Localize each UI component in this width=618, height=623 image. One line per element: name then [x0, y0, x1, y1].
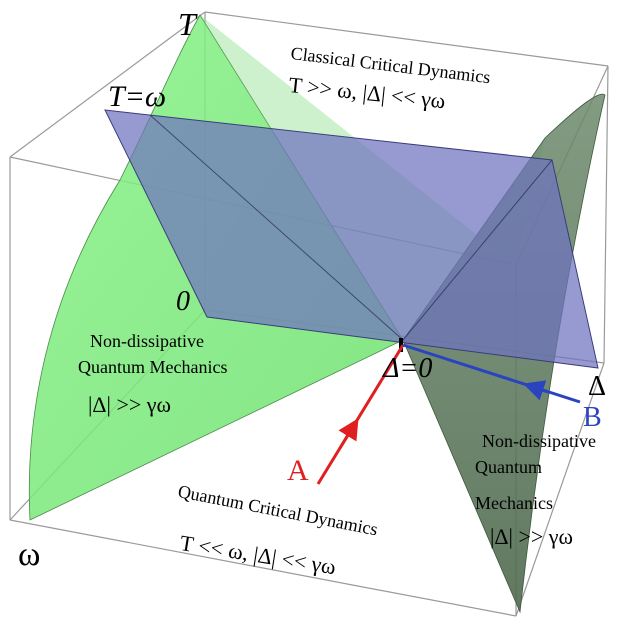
axis-omega-label: ω	[18, 536, 41, 573]
right-region-condition: |Δ| >> γω	[490, 524, 573, 549]
delta-zero-marker	[399, 338, 403, 352]
origin-zero-label: 0	[176, 286, 190, 317]
right-region-line1: Non-dissipative	[482, 431, 596, 451]
axis-delta-label: Δ	[588, 371, 607, 402]
point-B-label: B	[583, 402, 602, 433]
trajectory-B	[402, 343, 581, 404]
axis-T-label: T	[178, 6, 196, 42]
surface-intersection-lines	[149, 114, 553, 341]
left-region-line1: Non-dissipative	[90, 331, 204, 351]
point-A-label: A	[287, 454, 309, 487]
trajectory-A	[316, 344, 405, 485]
left-region-line2: Quantum Mechanics	[78, 357, 228, 377]
T-equals-omega-label: T=ω	[108, 80, 167, 113]
blue-plane	[104, 109, 599, 369]
right-region-line2: Quantum	[475, 457, 542, 477]
left-region-condition: |Δ| >> γω	[88, 392, 171, 417]
delta-zero-label: Δ=0	[383, 353, 433, 384]
right-region-line3: Mechanics	[475, 493, 553, 513]
